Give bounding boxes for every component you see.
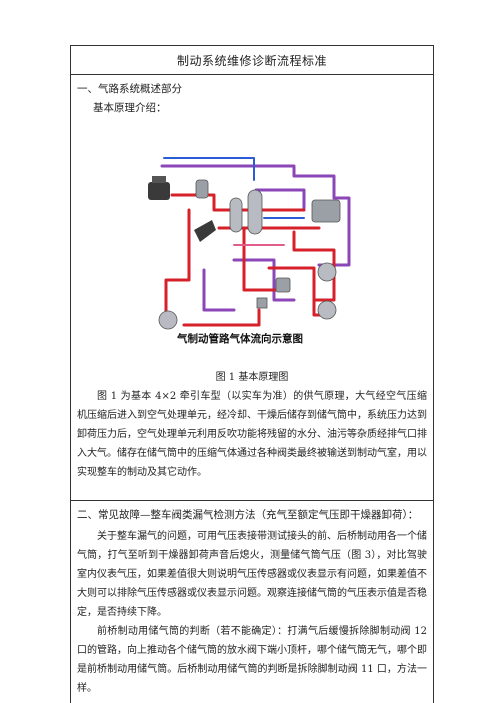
figure-caption: 图 1 基本原理图 (215, 372, 289, 383)
purple-pipe-left (202, 268, 236, 312)
front-brake-chamber-icon (158, 310, 178, 330)
section1-paragraph-text: 图 1 为基本 4×2 牵引车型（以实车为准）的供气原理，大气经空气压缩机压缩后… (77, 391, 427, 478)
purple-pipe-top (160, 164, 336, 200)
section2-paragraph-2: 前桥制动用储气筒的判断（若不能确定）：打满气后缓慢拆除脚制动阀 12 口的管路，… (77, 626, 427, 694)
section1-paragraph: 图 1 为基本 4×2 牵引车型（以实车为准）的供气原理，大气经空气压缩机压缩后… (77, 387, 427, 482)
compressor-icon (148, 176, 170, 200)
section2-paragraphs: 关于整车漏气的问题，可用气压表接带测试接头的前、后桥制动用各一个储气筒，打气至听… (77, 527, 427, 698)
blue-pipe-top (163, 157, 255, 181)
section2-paragraph-1: 关于整车漏气的问题，可用气压表接带测试接头的前、后桥制动用各一个储气筒，打气至听… (77, 531, 427, 618)
document-title: 制动系统维修诊断流程标准 (71, 46, 433, 75)
section2-heading: 二、常见故障—整车阀类漏气检测方法（充气至额定气压即干燥器卸荷）： (77, 509, 419, 521)
air-dryer-icon (195, 179, 209, 199)
section-fault-detection: 二、常见故障—整车阀类漏气检测方法（充气至额定气压即干燥器卸荷）： 关于整车漏气… (71, 501, 433, 703)
red-pipe-lower-right (267, 266, 324, 317)
air-tank-icon-2 (247, 189, 263, 235)
abs-valve-icon (256, 297, 268, 309)
relay-valve-icon (311, 199, 341, 223)
document-frame: 制动系统维修诊断流程标准 一、气路系统概述部分 基本原理介绍： (70, 45, 434, 703)
air-brake-diagram-svg: 气制动管路气体流向示意图 (148, 157, 351, 345)
brake-valve-icon (275, 277, 291, 293)
purple-pipe-lower (232, 258, 296, 302)
red-pipe-bottom (182, 308, 261, 327)
air-tank-icon-1 (229, 197, 243, 233)
red-pipe-right (292, 230, 336, 302)
section1-subheading: 基本原理介绍： (93, 102, 167, 114)
red-pipe-left-down (164, 208, 191, 317)
air-brake-diagram: 气制动管路气体流向示意图 (144, 150, 359, 352)
section-overview: 一、气路系统概述部分 基本原理介绍： (71, 75, 433, 501)
red-pipe-vertical (242, 226, 286, 292)
hand-valve-icon (194, 220, 216, 242)
purple-pipe-mid (254, 188, 306, 210)
rear-brake-chamber-icon-2 (317, 300, 337, 320)
section1-heading: 一、气路系统概述部分 (77, 83, 182, 95)
rear-brake-chamber-icon-1 (317, 262, 337, 282)
diagram-title: 气制动管路气体流向示意图 (176, 332, 303, 345)
